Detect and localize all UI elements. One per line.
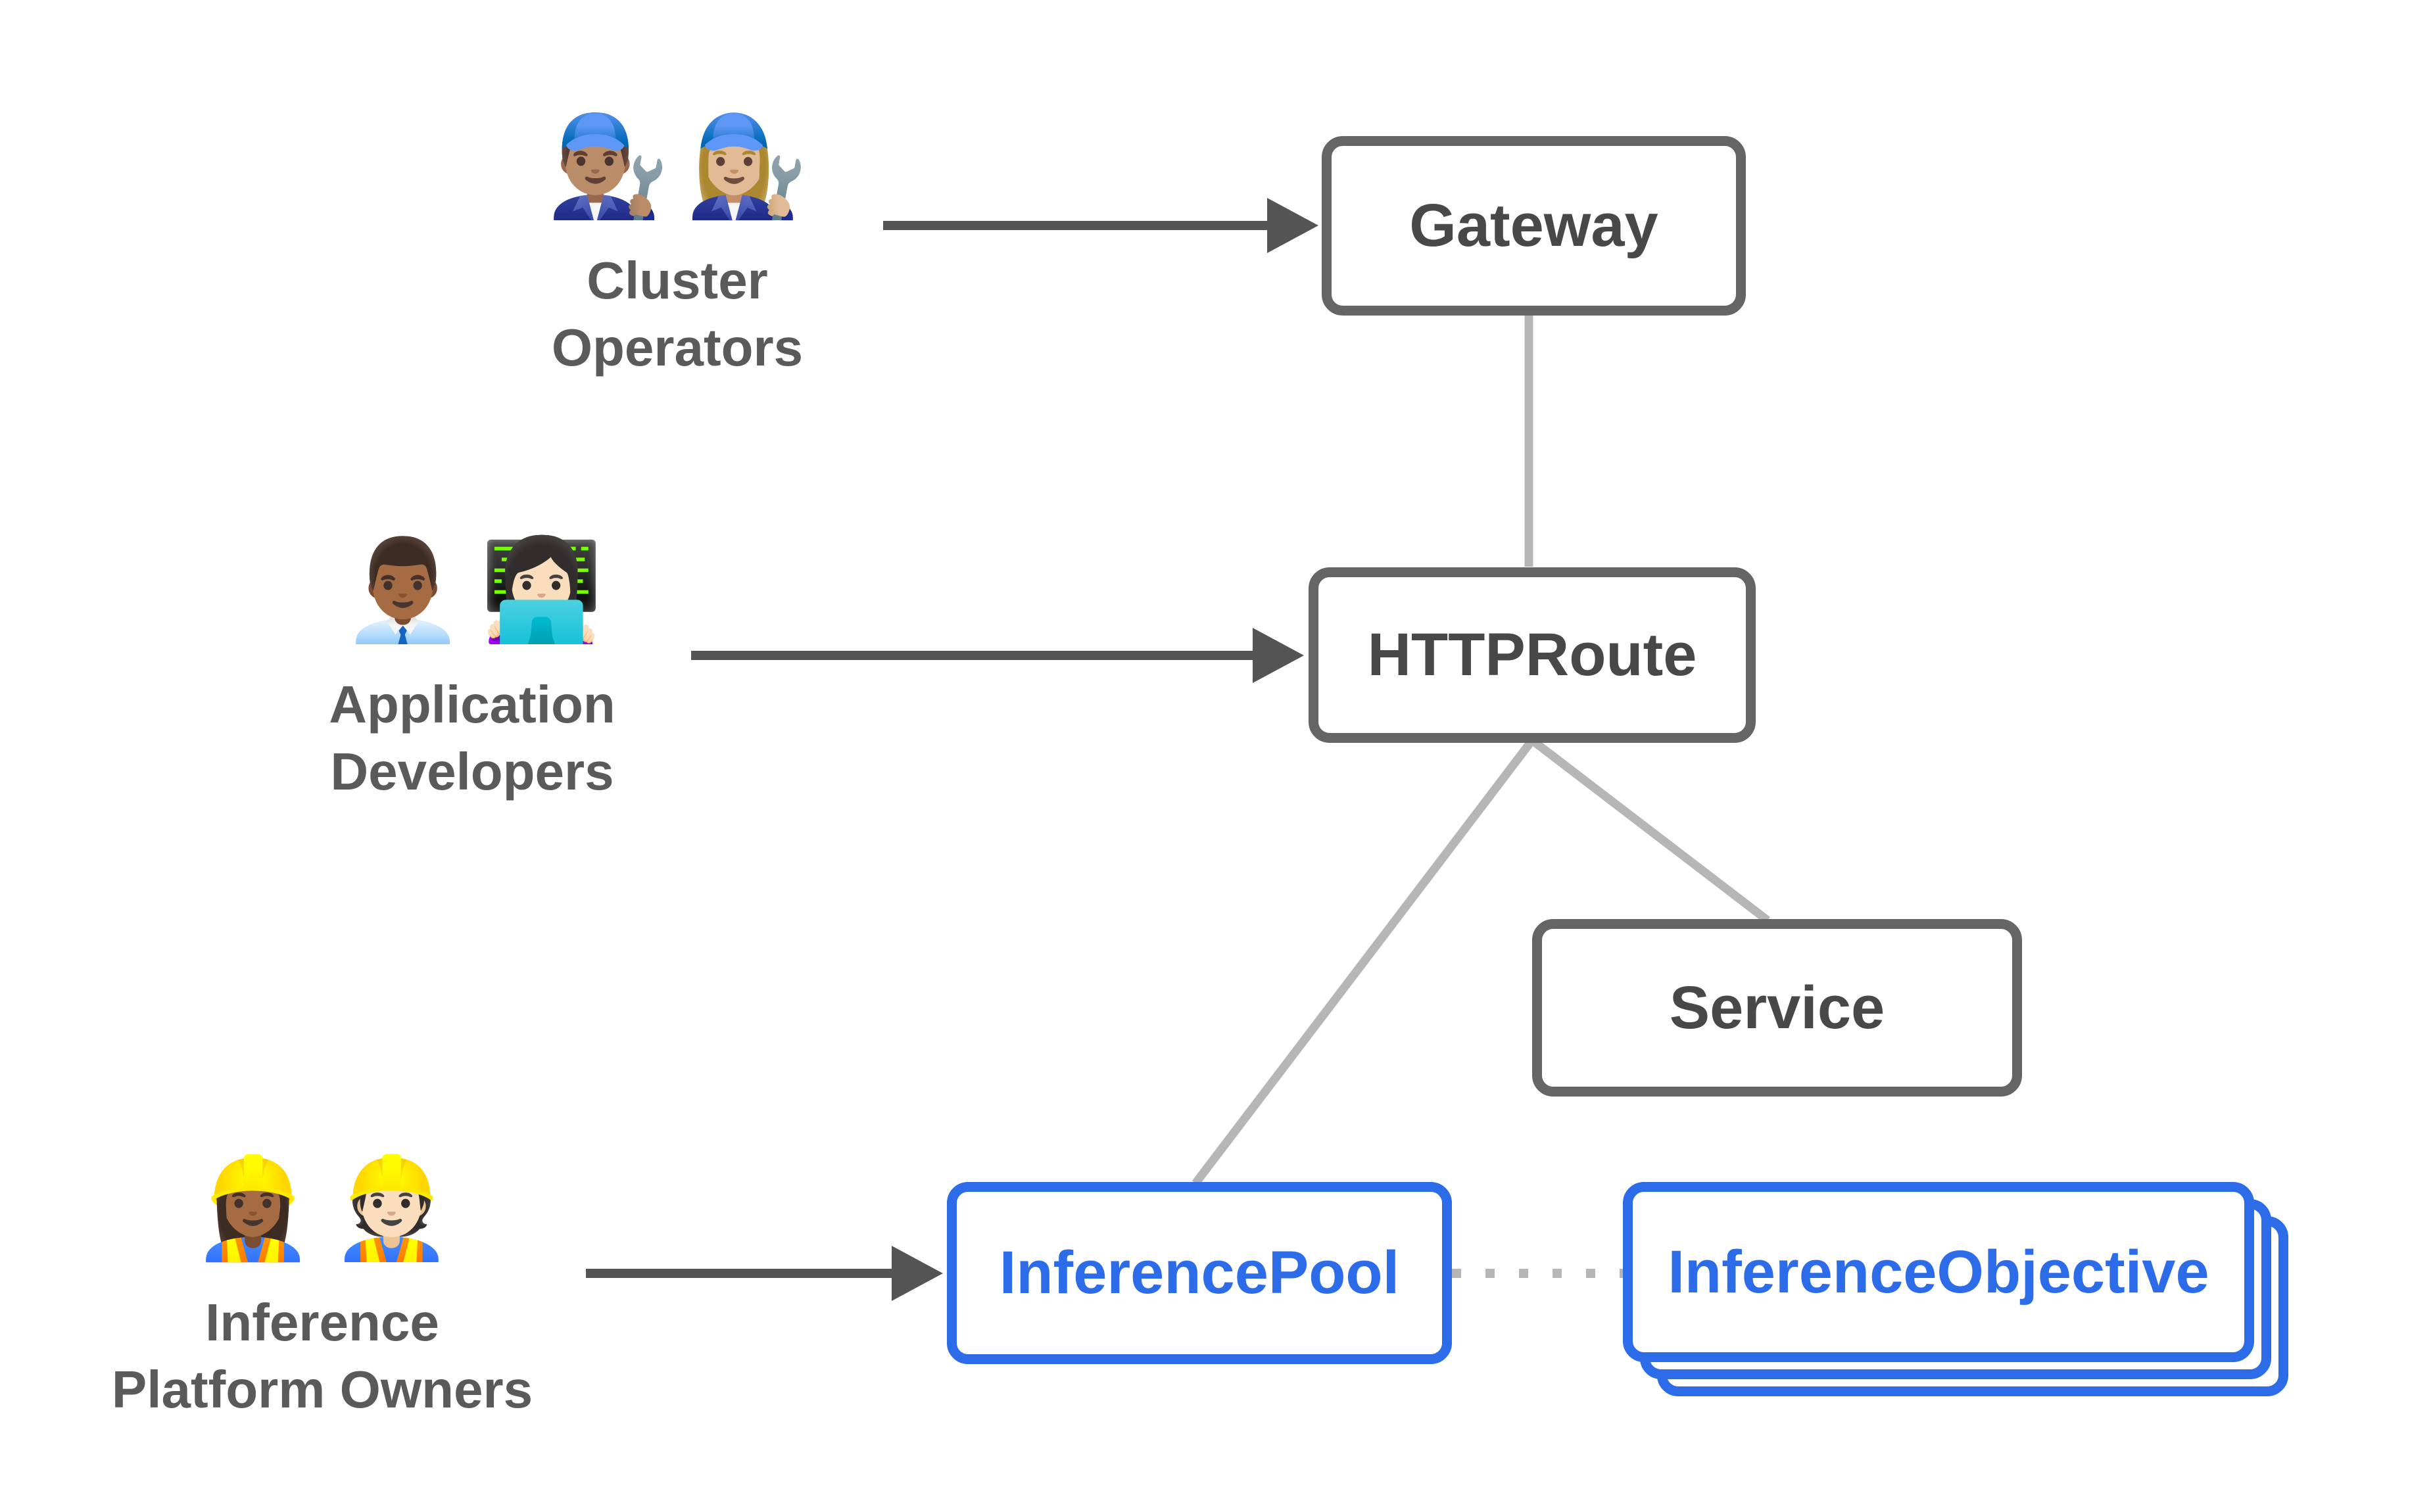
application-developers-label: Application Developers (329, 671, 615, 806)
inference-platform-owners-label: Inference Platform Owners (112, 1289, 533, 1424)
node-inferencepool: InferencePool (947, 1182, 1452, 1364)
application-developers-label-line2: Developers (330, 742, 614, 801)
node-gateway: Gateway (1322, 136, 1746, 316)
actor-application-developers: 👨🏾‍💼👩🏻‍💻 Application Developers (242, 529, 702, 805)
node-httproute-label: HTTPRoute (1367, 621, 1697, 688)
inference-platform-owners-emojis: 👷🏾‍♀️👷🏻 (183, 1147, 461, 1271)
node-service: Service (1532, 919, 2022, 1097)
arrow-inference-platform-owners-to-inferencepool (586, 1246, 943, 1301)
node-inferenceobjective: InferenceObjective (1623, 1182, 2254, 1362)
cluster-operators-emojis: 👨🏽‍🔧👩🏼‍🔧 (539, 105, 816, 229)
node-gateway-label: Gateway (1409, 192, 1658, 259)
man-construction-worker-emoji-icon: 👷🏻 (330, 1151, 453, 1265)
actor-inference-platform-owners: 👷🏾‍♀️👷🏻 Inference Platform Owners (92, 1147, 552, 1423)
woman-mechanic-emoji-icon: 👩🏼‍🔧 (685, 109, 808, 224)
inference-platform-owners-label-line2: Platform Owners (111, 1359, 533, 1419)
actor-cluster-operators: 👨🏽‍🔧👩🏼‍🔧 Cluster Operators (447, 105, 907, 381)
application-developers-label-line1: Application (329, 674, 615, 734)
node-inferencepool-label: InferencePool (999, 1239, 1400, 1306)
man-office-worker-emoji-icon: 👨🏾‍💼 (341, 533, 464, 648)
node-service-label: Service (1669, 974, 1885, 1041)
inference-platform-owners-label-line1: Inference (205, 1292, 439, 1352)
node-httproute: HTTPRoute (1309, 567, 1756, 743)
cluster-operators-label: Cluster Operators (552, 247, 803, 382)
node-inferenceobjective-label: InferenceObjective (1668, 1238, 2209, 1306)
arrow-application-developers-to-httproute (691, 628, 1304, 683)
edge-httproute-inferencepool (1192, 738, 1536, 1186)
woman-technologist-emoji-icon: 👩🏻‍💻 (480, 533, 603, 648)
cluster-operators-label-line2: Operators (551, 318, 804, 377)
application-developers-emojis: 👨🏾‍💼👩🏻‍💻 (333, 529, 611, 653)
cluster-operators-label-line1: Cluster (587, 250, 768, 310)
woman-construction-worker-emoji-icon: 👷🏾‍♀️ (191, 1151, 314, 1265)
arrow-cluster-operators-to-gateway (883, 198, 1318, 253)
node-inferenceobjective-stack: InferenceObjective (1623, 1182, 2290, 1398)
man-mechanic-emoji-icon: 👨🏽‍🔧 (546, 109, 669, 224)
edge-httproute-service (1530, 736, 1770, 924)
